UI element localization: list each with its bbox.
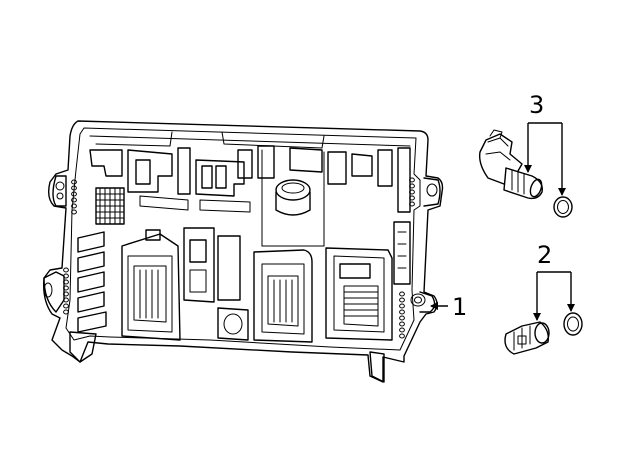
callout-2: 2 — [533, 241, 575, 321]
housing-pin — [399, 321, 405, 327]
module-inner-rim — [65, 127, 421, 351]
callout-3: 3 — [524, 91, 566, 196]
left-mount-tab-upper — [52, 175, 67, 207]
housing-pin — [63, 303, 69, 309]
housing-pin — [399, 291, 405, 297]
module-outer-body — [42, 120, 444, 383]
housing-pin — [63, 285, 69, 291]
housing-pin — [63, 297, 69, 303]
callout-label-2: 2 — [537, 241, 552, 269]
housing-pin — [399, 327, 405, 333]
housing-pin — [71, 209, 77, 215]
control-module-housing — [42, 120, 444, 383]
lower-middle-connector — [253, 249, 313, 343]
lower-right-connector — [325, 247, 393, 341]
upper-ribs — [89, 145, 411, 213]
housing-pin — [399, 297, 405, 303]
central-round-connector — [261, 149, 325, 247]
housing-pin — [71, 179, 77, 185]
housing-pin — [399, 309, 405, 315]
left-pin-row — [63, 179, 77, 315]
housing-pin — [63, 267, 69, 273]
sensor-part-2 — [504, 312, 583, 355]
housing-pin — [71, 203, 77, 209]
middle-blocks — [183, 227, 249, 341]
sensor-body — [503, 167, 543, 200]
housing-pin — [71, 197, 77, 203]
callout-label-3: 3 — [529, 91, 544, 119]
lower-left-connector — [121, 229, 181, 341]
housing-pin — [71, 191, 77, 197]
right-side-ribs — [393, 221, 411, 285]
upper-left-vent-grid — [95, 187, 125, 225]
sensor-plug-oring — [553, 196, 573, 218]
housing-pin — [71, 185, 77, 191]
housing-pin — [399, 315, 405, 321]
bottom-feet — [69, 331, 385, 383]
sensor-oring — [563, 312, 583, 336]
housing-pin — [399, 333, 405, 339]
right-mount-tab-upper — [423, 177, 441, 207]
callout-1: 1 — [430, 293, 467, 321]
housing-pin — [399, 303, 405, 309]
housing-pin — [63, 291, 69, 297]
housing-pin — [63, 309, 69, 315]
left-slot-strips — [77, 231, 107, 333]
callout-label-1: 1 — [452, 293, 467, 321]
sensor-plug-part-3 — [478, 129, 573, 218]
housing-pin — [63, 279, 69, 285]
small-sensor-body — [504, 321, 550, 355]
housing-pin — [63, 273, 69, 279]
